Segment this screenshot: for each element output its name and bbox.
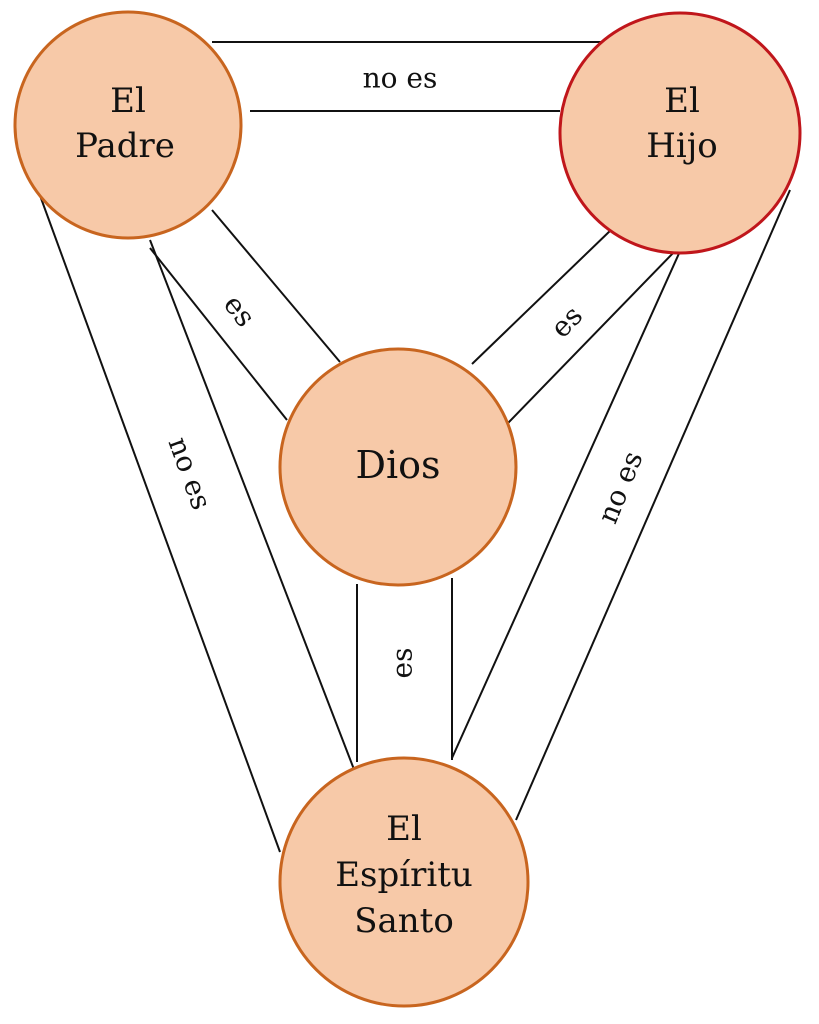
edge-line: [515, 189, 791, 821]
node-label-line: Hijo: [646, 126, 718, 166]
node-espiritu: El Espíritu Santo: [278, 756, 530, 1008]
edge-label-hijo-dios: es: [544, 299, 589, 344]
node-circle: [278, 756, 530, 1008]
edge-label-hijo-espiritu: no es: [591, 446, 650, 528]
node-hijo: El Hijo: [558, 11, 802, 255]
node-label-line: El: [386, 809, 422, 849]
edge-padre-hijo: no es: [212, 41, 602, 112]
node-dios: Dios: [278, 347, 518, 587]
edge-line: [471, 227, 614, 365]
node-padre: El Padre: [13, 10, 243, 240]
node-circle: [278, 347, 518, 587]
node-label-line: El: [110, 81, 146, 121]
edge-line: [211, 209, 341, 363]
node-label-line: Espíritu: [335, 855, 473, 895]
edge-label-padre-hijo: no es: [363, 62, 438, 95]
edge-label-dios-espiritu: es: [386, 648, 419, 679]
edge-dios-espiritu: es: [356, 578, 453, 762]
edge-line: [149, 239, 356, 773]
node-label-line: Padre: [75, 126, 175, 166]
node-circle: [558, 11, 802, 255]
node-label-line: Dios: [356, 443, 441, 487]
edge-line: [507, 249, 677, 424]
edge-label-padre-dios: es: [217, 288, 262, 333]
node-label-line: Santo: [354, 901, 454, 941]
edge-line: [149, 247, 288, 421]
edge-hijo-dios: es: [471, 227, 677, 424]
node-circle: [13, 10, 243, 240]
node-label-line: El: [664, 81, 700, 121]
edge-line: [37, 189, 281, 853]
edge-label-padre-espiritu: no es: [162, 433, 219, 515]
edge-line: [451, 248, 682, 759]
